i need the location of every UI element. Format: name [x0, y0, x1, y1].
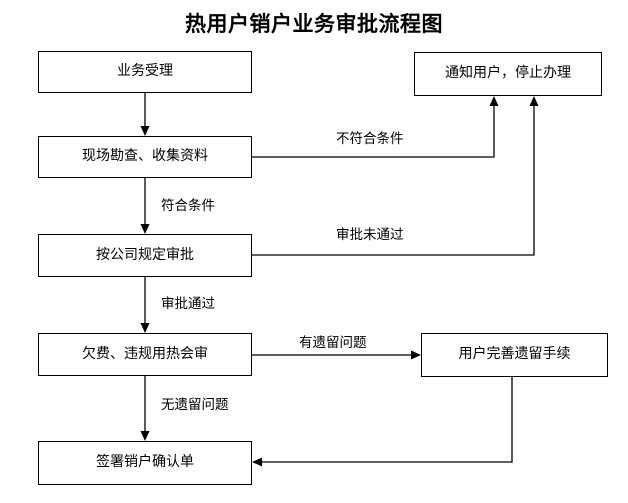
edge-label-has-pending-issue: 有遗留问题 [299, 335, 367, 350]
edge-perfect-to-sign [252, 377, 513, 467]
edge-review-to-sign [140, 376, 150, 441]
node-site-survey[interactable]: 现场勘查、收集资料 [38, 136, 252, 178]
edge-label-qualified: 符合条件 [161, 198, 215, 213]
edge-review-to-perfect [252, 350, 421, 360]
edge-label-not-approved: 审批未通过 [336, 227, 404, 242]
node-company-approval[interactable]: 按公司规定审批 [38, 234, 252, 277]
edge-survey-to-notify [252, 96, 499, 158]
edge-survey-to-approve [140, 178, 150, 234]
edge-label-not-qualified: 不符合条件 [336, 131, 404, 146]
edge-label-approved: 审批通过 [161, 296, 215, 311]
edge-label-no-pending-issue: 无遗留问题 [161, 397, 229, 412]
node-accept[interactable]: 业务受理 [38, 51, 252, 93]
edge-approve-to-review [140, 277, 150, 333]
edge-accept-to-survey [140, 93, 150, 136]
node-user-complete-formalities[interactable]: 用户完善遗留手续 [421, 333, 608, 377]
node-sign-confirmation[interactable]: 签署销户确认单 [38, 441, 252, 485]
node-arrears-review[interactable]: 欠费、违规用热会审 [38, 333, 252, 376]
node-notify-user-stop[interactable]: 通知用户，停止办理 [414, 52, 602, 96]
page-title: 热用户销户业务审批流程图 [185, 12, 443, 36]
